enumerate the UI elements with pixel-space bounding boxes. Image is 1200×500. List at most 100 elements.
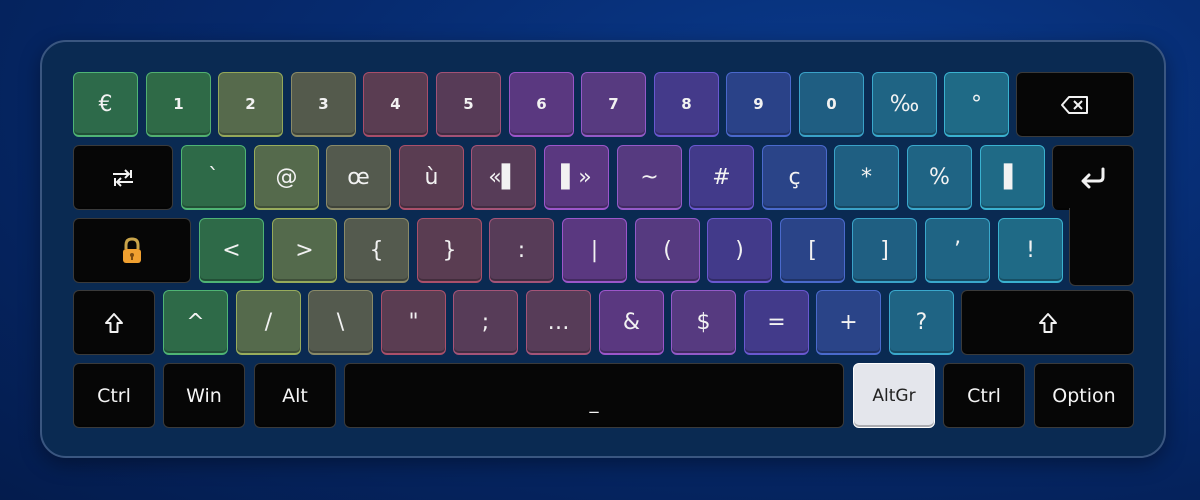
alt-key[interactable]: Alt (254, 363, 336, 428)
row3-key[interactable]: } (417, 218, 482, 283)
key-label: " (408, 309, 419, 335)
row2-key[interactable]: ~ (617, 145, 682, 210)
key-label: % (929, 164, 950, 190)
key-label: [ (808, 237, 817, 263)
key-label: | (590, 237, 599, 263)
key-label: ▌ (1004, 164, 1021, 190)
key-label: \ (336, 309, 345, 335)
win-key[interactable]: Win (163, 363, 245, 428)
key-label: ] (880, 237, 889, 263)
tab-key[interactable] (73, 145, 173, 210)
row4-key[interactable]: $ (671, 290, 736, 355)
ctrl-left-key[interactable]: Ctrl (73, 363, 155, 428)
row1-key[interactable]: ‰ (872, 72, 937, 137)
row3-key[interactable]: ] (852, 218, 917, 283)
key-label: ▌» (561, 164, 592, 190)
option-key[interactable]: Option (1034, 363, 1134, 428)
key-label: $ (696, 309, 711, 335)
row4-key[interactable]: / (236, 290, 301, 355)
key-label: ç (788, 164, 801, 190)
row3-key[interactable]: [ (780, 218, 845, 283)
key-label: ~ (640, 164, 659, 190)
row4-key[interactable]: \ (308, 290, 373, 355)
shift-icon (104, 312, 124, 334)
key-label: ) (735, 237, 744, 263)
key-label: = (767, 309, 786, 335)
key-label: & (622, 309, 641, 335)
row4-key[interactable]: ? (889, 290, 954, 355)
key-label: … (547, 309, 570, 335)
tab-arrows-icon (111, 168, 135, 188)
row2-key[interactable]: ` (181, 145, 246, 210)
row2-key[interactable]: ç (762, 145, 827, 210)
ctrl-right-label: Ctrl (967, 384, 1001, 407)
row1-key[interactable]: 3 (291, 72, 356, 137)
key-label: ’ (954, 237, 961, 263)
shift-right-key[interactable] (961, 290, 1134, 355)
row3-key[interactable]: ’ (925, 218, 990, 283)
space-key[interactable]: _ (344, 363, 844, 428)
row1-key[interactable]: 7 (581, 72, 646, 137)
row2-key[interactable]: «▌ (471, 145, 536, 210)
key-label: 9 (753, 95, 764, 113)
enter-key-lower[interactable] (1069, 208, 1134, 286)
row1-key[interactable]: ° (944, 72, 1009, 137)
row2-key[interactable]: ▌ (980, 145, 1045, 210)
row3-key[interactable]: : (489, 218, 554, 283)
backspace-icon (1060, 95, 1090, 115)
row3-key[interactable]: | (562, 218, 627, 283)
row2-key[interactable]: ù (399, 145, 464, 210)
row3-key[interactable]: > (272, 218, 337, 283)
caps-lock-key[interactable] (73, 218, 191, 283)
row1-key[interactable]: 6 (509, 72, 574, 137)
row1-key[interactable]: € (73, 72, 138, 137)
row4-key[interactable]: " (381, 290, 446, 355)
altgr-label: AltGr (872, 385, 916, 406)
key-label: @ (275, 164, 298, 190)
key-label: 7 (608, 95, 619, 113)
row4-key[interactable]: = (744, 290, 809, 355)
key-label: ( (663, 237, 672, 263)
row4-key[interactable]: & (599, 290, 664, 355)
row2-key[interactable]: # (689, 145, 754, 210)
enter-key[interactable] (1052, 145, 1134, 210)
row1-key[interactable]: 1 (146, 72, 211, 137)
win-label: Win (186, 384, 222, 407)
row4-key[interactable]: … (526, 290, 591, 355)
row3-key[interactable]: { (344, 218, 409, 283)
shift-left-key[interactable] (73, 290, 155, 355)
row4-key[interactable]: ; (453, 290, 518, 355)
key-label: ? (915, 309, 928, 335)
enter-icon (1079, 167, 1107, 189)
row1-key[interactable]: 8 (654, 72, 719, 137)
key-label: # (712, 164, 731, 190)
row1-key[interactable]: 2 (218, 72, 283, 137)
key-label: 1 (173, 95, 184, 113)
row1-key[interactable]: 9 (726, 72, 791, 137)
row2-key[interactable]: % (907, 145, 972, 210)
row1-key[interactable]: 4 (363, 72, 428, 137)
row3-key[interactable]: ) (707, 218, 772, 283)
key-label: «▌ (488, 164, 519, 190)
key-label: 8 (681, 95, 692, 113)
row2-key[interactable]: @ (254, 145, 319, 210)
row2-key[interactable]: ▌» (544, 145, 609, 210)
row2-key[interactable]: * (834, 145, 899, 210)
key-label: ; (481, 309, 490, 335)
row4-key[interactable]: + (816, 290, 881, 355)
row3-key[interactable]: ! (998, 218, 1063, 283)
altgr-key[interactable]: AltGr (853, 363, 935, 428)
backspace-key[interactable] (1016, 72, 1134, 137)
row1-key[interactable]: 5 (436, 72, 501, 137)
ctrl-right-key[interactable]: Ctrl (943, 363, 1025, 428)
key-label: ^ (186, 309, 205, 335)
row4-key[interactable]: ^ (163, 290, 228, 355)
key-label: > (295, 237, 314, 263)
row3-key[interactable]: ( (635, 218, 700, 283)
row2-key[interactable]: œ (326, 145, 391, 210)
option-label: Option (1052, 384, 1116, 407)
row1-key[interactable]: 0 (799, 72, 864, 137)
key-label: 4 (390, 95, 401, 113)
row3-key[interactable]: < (199, 218, 264, 283)
key-label: + (839, 309, 858, 335)
